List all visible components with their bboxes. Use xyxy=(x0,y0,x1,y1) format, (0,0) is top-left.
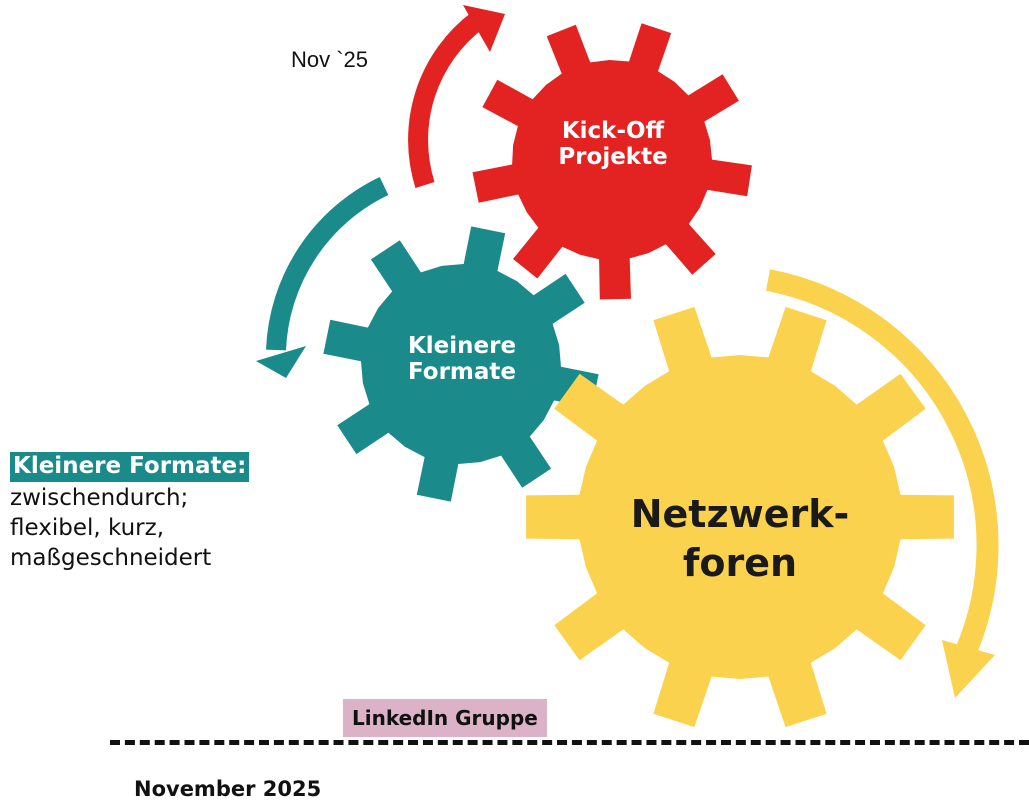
yellow-cycle-arrow xyxy=(765,269,999,698)
teal-cycle-arrow xyxy=(256,176,389,378)
kleinere-gear-label: Kleinere Formate xyxy=(372,333,552,386)
gear-netzwerkforen xyxy=(526,306,954,728)
netzwerk-label-line-1: Netzwerk- xyxy=(630,492,850,536)
kleinere-label-line-2: Formate xyxy=(407,359,516,386)
side-note-line: zwischendurch; xyxy=(10,484,189,511)
linkedin-group-tag: LinkedIn Gruppe xyxy=(343,699,547,737)
gear-netzwerkforen-body xyxy=(526,306,954,728)
timeline-dashed-line xyxy=(110,740,1029,745)
kickoff-label-line-2: Projekte xyxy=(558,144,668,171)
side-note-title: Kleinere Formate: xyxy=(10,452,250,482)
gear-kickoff-body xyxy=(472,23,752,300)
gear-kleinere-formate xyxy=(323,226,599,502)
gear-kleinere-formate-body xyxy=(323,226,599,502)
side-note-line: flexibel, kurz, xyxy=(10,514,165,541)
date-short-label: Nov `25 xyxy=(291,47,369,72)
netzwerk-label-line-2: foren xyxy=(682,541,798,586)
kickoff-gear-label: Kick-Off Projekte xyxy=(528,118,698,171)
kleinere-label-line-1: Kleinere xyxy=(407,333,517,359)
timeline-month-label: November 2025 xyxy=(134,777,322,801)
gear-kickoff xyxy=(472,23,752,300)
side-note-line: maßgeschneidert xyxy=(10,544,212,571)
kickoff-label-line-1: Kick-Off xyxy=(561,118,665,144)
netzwerk-gear-label: Netzwerk- foren xyxy=(600,490,880,589)
side-note: Kleinere Formate: zwischendurch; flexibe… xyxy=(10,452,250,574)
red-cycle-arrow xyxy=(408,5,505,188)
